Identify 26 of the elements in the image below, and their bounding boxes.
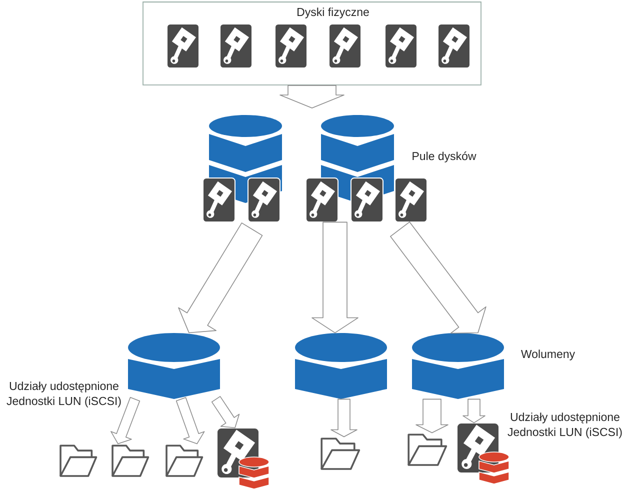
cylinder-icon [295,332,387,399]
block-arrow [390,222,486,334]
block-arrow [416,398,448,434]
layer-label: Pule dysków [412,152,476,162]
folder-icon [320,438,360,470]
layer-label: Jednostki LUN (iSCSI) [6,396,121,408]
block-arrow [330,398,358,438]
layer-label: Udziały udostępnione [510,412,620,424]
layer-label: Wolumeny [521,350,576,360]
layer-label: Jednostki LUN (iSCSI) [508,428,622,438]
folder-icon [166,444,204,477]
disk-database-icon [216,427,270,490]
cylinder-icon [412,332,504,399]
block-arrow [211,396,240,428]
block-arrow [462,398,486,424]
folder-icon [60,444,98,477]
block-arrow [178,222,263,334]
cylinder-icon [128,332,220,399]
folder-icon [408,434,448,466]
block-arrow [280,85,344,108]
block-arrow [110,397,140,444]
block-arrow [176,397,205,444]
folder-icon [112,444,150,477]
block-arrow [312,222,358,334]
group-box: Dyski fizyczne [142,2,482,86]
disk-database-icon [456,422,510,484]
